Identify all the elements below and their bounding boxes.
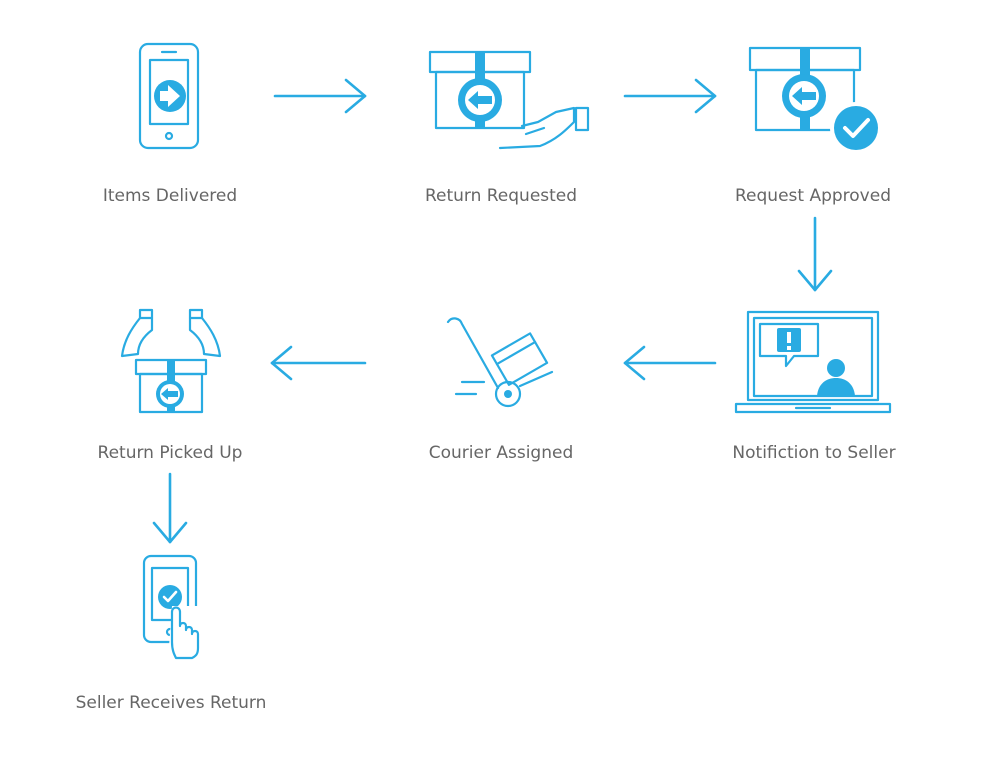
arrow-right-1 [273, 78, 367, 114]
step-label-notification-to-seller: Notifiction to Seller [732, 443, 896, 463]
arrow-left-2 [270, 345, 367, 381]
phone-tap-check-icon [142, 554, 200, 660]
arrow-down-1 [797, 216, 833, 292]
step-label-return-requested: Return Requested [424, 186, 578, 206]
arrow-down-2 [152, 472, 188, 544]
step-label-return-picked-up: Return Picked Up [97, 443, 243, 463]
box-hand-icon [428, 50, 590, 150]
hand-truck-icon [446, 317, 554, 408]
phone-arrow-right-icon [138, 42, 200, 150]
step-label-seller-receives-return: Seller Receives Return [75, 693, 267, 713]
arrow-left-1 [623, 345, 717, 381]
box-checkmark-icon [748, 46, 882, 154]
laptop-alert-icon [734, 310, 892, 414]
hands-box-icon [120, 308, 222, 414]
arrow-right-2 [623, 78, 717, 114]
step-label-request-approved: Request Approved [735, 186, 891, 206]
step-label-items-delivered: Items Delivered [102, 186, 238, 206]
step-label-courier-assigned: Courier Assigned [428, 443, 574, 463]
